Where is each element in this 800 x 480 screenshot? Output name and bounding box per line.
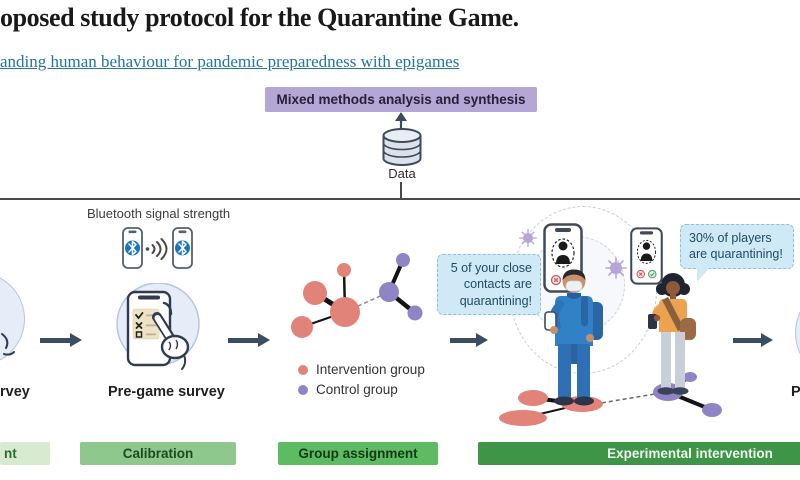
flow-arrow-2 xyxy=(228,338,258,343)
legend-item-intervention: Intervention group xyxy=(298,362,425,377)
legend-item-control: Control group xyxy=(298,382,398,397)
stage-group-assignment: Group assignment xyxy=(278,442,438,465)
player-bag-illustration xyxy=(648,273,696,395)
pregame-survey-label: Pre-game survey xyxy=(108,384,225,400)
bluetooth-label: Bluetooth signal strength xyxy=(87,206,231,221)
contact-network-ground xyxy=(499,372,722,426)
control-dot-icon xyxy=(298,384,308,395)
flow-arrow-1 xyxy=(40,338,70,343)
data-connector-line xyxy=(400,182,402,198)
bubble-players: 30% of players are quarantining! xyxy=(680,224,794,269)
intervention-dot-icon xyxy=(298,364,308,375)
stage-experimental-intervention: Experimental intervention xyxy=(478,442,800,465)
group-network-diagram xyxy=(291,253,423,338)
legend-label: Intervention group xyxy=(316,362,425,377)
bubble-close-contacts: 5 of your close contacts are quarantinin… xyxy=(437,254,541,315)
postgame-circle-partial xyxy=(795,284,800,382)
bluetooth-phone-icon xyxy=(172,227,193,269)
legend-label: Control group xyxy=(316,382,398,397)
stage-calibration: Calibration xyxy=(80,442,236,465)
survey-label-partial: rvey xyxy=(0,384,30,400)
player-masked-illustration xyxy=(544,269,603,406)
virus-icon xyxy=(605,257,627,279)
stage-recruitment: nt xyxy=(0,442,50,465)
page-title: oposed study protocol for the Quarantine… xyxy=(0,3,519,32)
flow-arrow-3 xyxy=(450,338,476,343)
quarantine-phone-icon xyxy=(630,227,663,285)
bubble-tail xyxy=(697,266,711,282)
citation-link[interactable]: anding human behaviour for pandemic prep… xyxy=(0,52,460,71)
virus-icon xyxy=(519,229,537,247)
survey-illustration-fragment xyxy=(1,333,15,356)
flow-arrow-4 xyxy=(733,338,761,343)
data-label: Data xyxy=(388,166,416,181)
timeline-rule xyxy=(0,198,800,200)
database-icon xyxy=(382,128,422,166)
analysis-box: Mixed methods analysis and synthesis xyxy=(265,87,537,112)
signal-waves-icon xyxy=(145,238,168,260)
postgame-label-partial: P xyxy=(791,384,800,400)
bluetooth-phone-icon xyxy=(122,227,143,269)
pregame-survey-illustration xyxy=(116,283,200,370)
